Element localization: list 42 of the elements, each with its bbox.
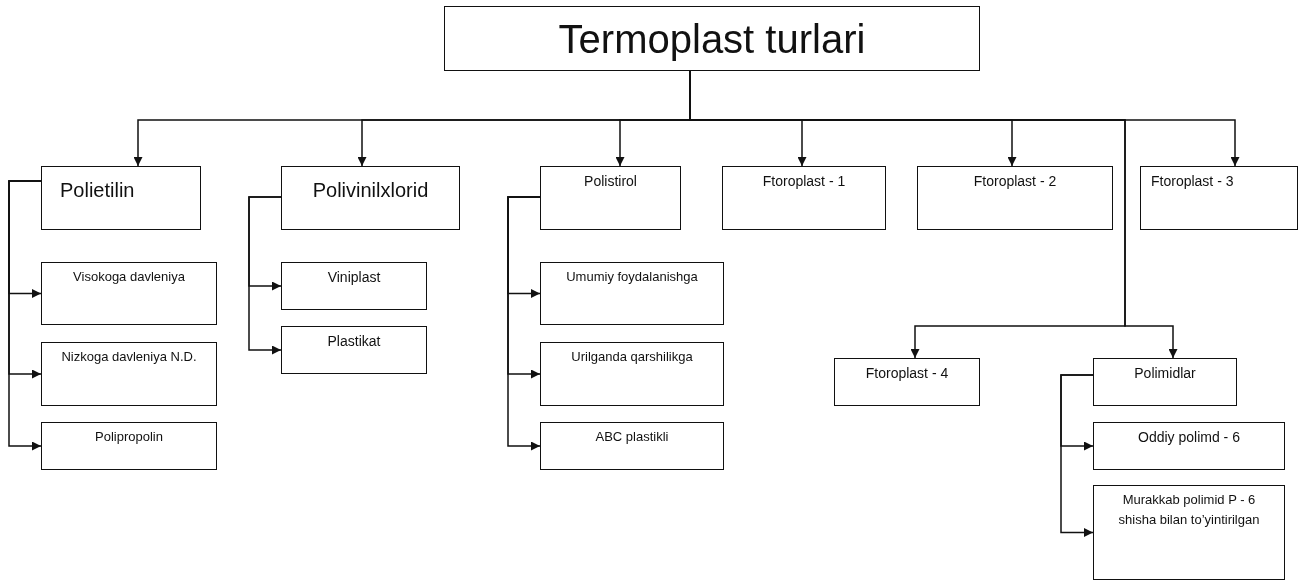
box-label: Polimidlar — [1134, 364, 1196, 383]
category-box — [540, 262, 724, 325]
connector-arrow — [248, 196, 282, 355]
box-label: Ftoroplast - 2 — [973, 172, 1057, 191]
category-box — [1140, 166, 1298, 230]
box-label: Polietilin — [60, 178, 135, 203]
category-box — [281, 166, 460, 230]
box-label: Nizkoga davleniya N.D. — [61, 348, 197, 366]
box-label: Termoplast turlari — [558, 16, 866, 61]
box-label: ABC plastikli — [595, 428, 669, 446]
category-box — [917, 166, 1113, 230]
box-label: Ftoroplast - 4 — [865, 364, 949, 383]
category-box — [1093, 485, 1285, 580]
box-label: Murakkab polimid P - 6 shisha bilan to’yintirilgan — [1117, 491, 1261, 530]
box-label: Urilganda qarshilikga — [571, 348, 693, 366]
box-label: Umumiy foydalanishga — [566, 268, 698, 286]
category-box — [281, 326, 427, 374]
category-box — [540, 342, 724, 406]
category-box — [540, 422, 724, 470]
category-box — [722, 166, 886, 230]
title-box — [444, 6, 980, 71]
box-label: Viniplast — [327, 268, 381, 287]
connector-arrow — [507, 196, 541, 451]
box-label: Oddiy polimd - 6 — [1138, 428, 1240, 447]
category-box — [1093, 422, 1285, 470]
category-box — [41, 422, 217, 470]
category-box — [834, 358, 980, 406]
box-label: Visokoga davleniya — [73, 268, 185, 286]
box-label: Polivinilxlorid — [312, 178, 429, 203]
category-box — [41, 166, 201, 230]
box-label: Plastikat — [327, 332, 381, 351]
box-label: Polistirol — [584, 172, 637, 191]
category-box — [281, 262, 427, 310]
category-box — [540, 166, 681, 230]
category-box — [1093, 358, 1237, 406]
connector-arrow — [8, 180, 42, 451]
category-box — [41, 342, 217, 406]
category-box — [41, 262, 217, 325]
box-label: Ftoroplast - 1 — [762, 172, 846, 191]
connector-arrow — [1060, 374, 1094, 537]
box-label: Polipropolin — [95, 428, 163, 446]
box-label: Ftoroplast - 3 — [1151, 172, 1234, 191]
